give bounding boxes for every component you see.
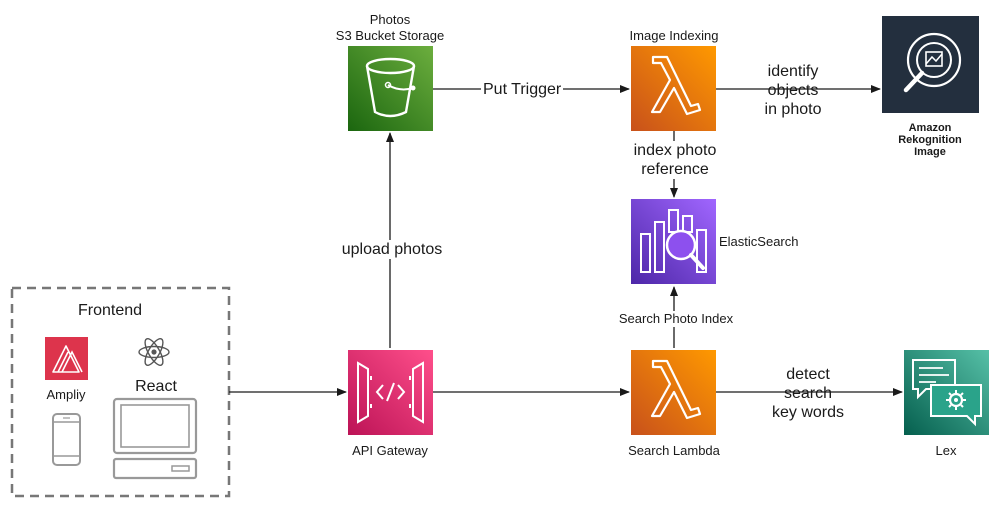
index-photo-label-line1: index photo: [621, 141, 729, 161]
identify-label-line3: in photo: [764, 101, 822, 118]
elasticsearch-label: ElasticSearch: [719, 234, 799, 249]
index-photo-label-line2: reference: [621, 160, 729, 180]
elasticsearch-icon[interactable]: [631, 199, 716, 284]
rekognition-icon[interactable]: [882, 16, 979, 113]
s3-bucket-icon[interactable]: [348, 46, 433, 131]
image-indexing-label: Image Indexing: [629, 28, 719, 43]
api-gateway-label: API Gateway: [352, 443, 428, 458]
search-photo-index-label: Search Photo Index: [610, 311, 742, 327]
identify-label-line1: identify: [767, 63, 819, 80]
image-indexing-lambda-icon[interactable]: [631, 46, 716, 131]
s3-label-line2: S3 Bucket Storage: [335, 28, 445, 43]
api-gateway-icon[interactable]: [348, 350, 433, 435]
rekognition-label-line1: Amazon: [908, 122, 952, 134]
s3-label-line1: Photos: [369, 12, 411, 27]
detect-label-line3: key words: [771, 404, 845, 421]
amplify-icon[interactable]: [45, 337, 88, 380]
amplify-label: Ampliy: [46, 387, 86, 402]
rekognition-label-line3: Image: [914, 146, 946, 158]
search-lambda-icon[interactable]: [631, 350, 716, 435]
rekognition-label-line2: Rekognition: [898, 134, 962, 146]
react-icon: [138, 338, 170, 366]
put-trigger-label: Put Trigger: [481, 80, 564, 100]
lex-icon[interactable]: [904, 350, 989, 435]
upload-photos-label: upload photos: [332, 240, 452, 260]
react-label: React: [135, 378, 177, 395]
detect-label-line2: search: [783, 385, 833, 402]
search-lambda-label: Search Lambda: [628, 443, 720, 458]
detect-label-line1: detect: [786, 366, 830, 383]
frontend-title: Frontend: [77, 302, 143, 319]
identify-label-line2: objects: [767, 82, 819, 99]
lex-label: Lex: [935, 443, 957, 458]
desktop-computer-icon: [112, 397, 198, 480]
mobile-phone-icon: [52, 413, 81, 466]
